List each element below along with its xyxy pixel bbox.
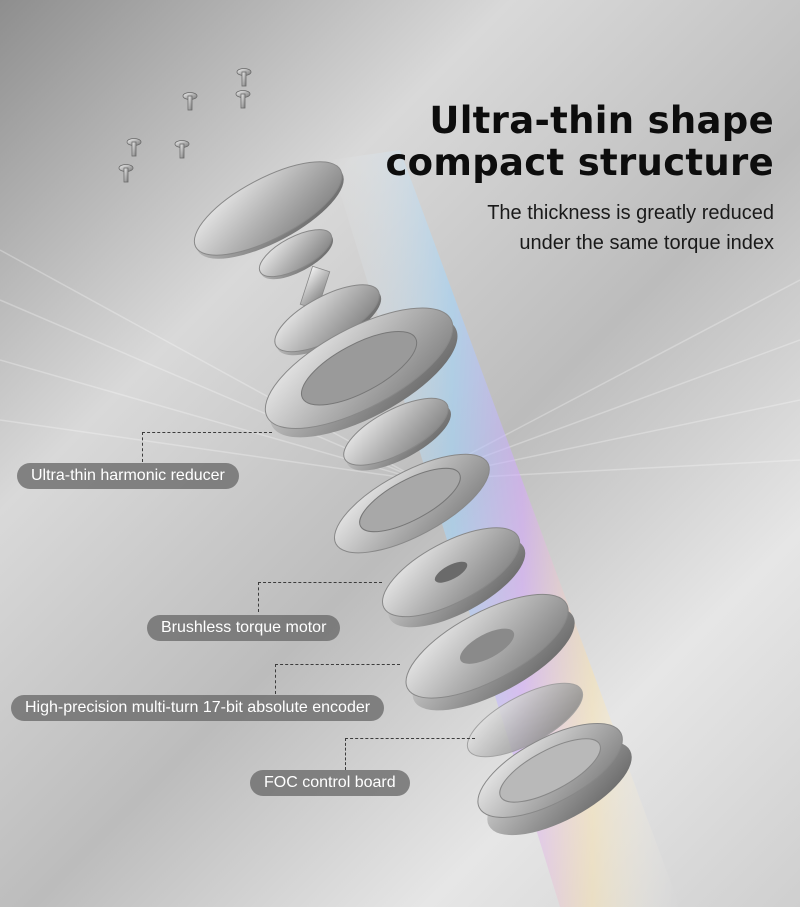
subheadline: The thickness is greatly reduced under t… [487, 198, 774, 258]
motor-icon [381, 527, 526, 628]
motor-leader-horizontal [258, 582, 382, 583]
headline: Ultra-thin shape compact structure [385, 100, 774, 184]
reducer-leader-vertical [142, 432, 143, 462]
cover-plate-icon [193, 161, 344, 259]
motor-leader-vertical [258, 582, 259, 612]
headline-line-1: Ultra-thin shape [429, 99, 774, 142]
encoder-leader-horizontal [275, 664, 400, 665]
subheadline-line-1: The thickness is greatly reduced [487, 202, 774, 224]
encoder-leader-vertical [275, 664, 276, 694]
screw-icon [118, 68, 252, 183]
bearing-ring-icon [264, 307, 458, 438]
callout-harmonic-reducer: Ultra-thin harmonic reducer [17, 463, 239, 489]
subheadline-line-2: under the same torque index [519, 232, 774, 254]
callout-torque-motor: Brushless torque motor [147, 615, 341, 641]
housing-icon [466, 682, 632, 836]
board-leader-horizontal [345, 738, 475, 739]
encoder-icon [405, 593, 575, 711]
callout-encoder: High-precision multi-turn 17-bit absolut… [11, 695, 385, 721]
callout-foc-board: FOC control board [250, 770, 410, 796]
reducer-leader-horizontal [142, 432, 272, 433]
board-leader-vertical [345, 738, 346, 770]
reducer-icon [333, 397, 490, 554]
flange-icon [258, 229, 382, 356]
headline-line-2: compact structure [385, 141, 774, 184]
